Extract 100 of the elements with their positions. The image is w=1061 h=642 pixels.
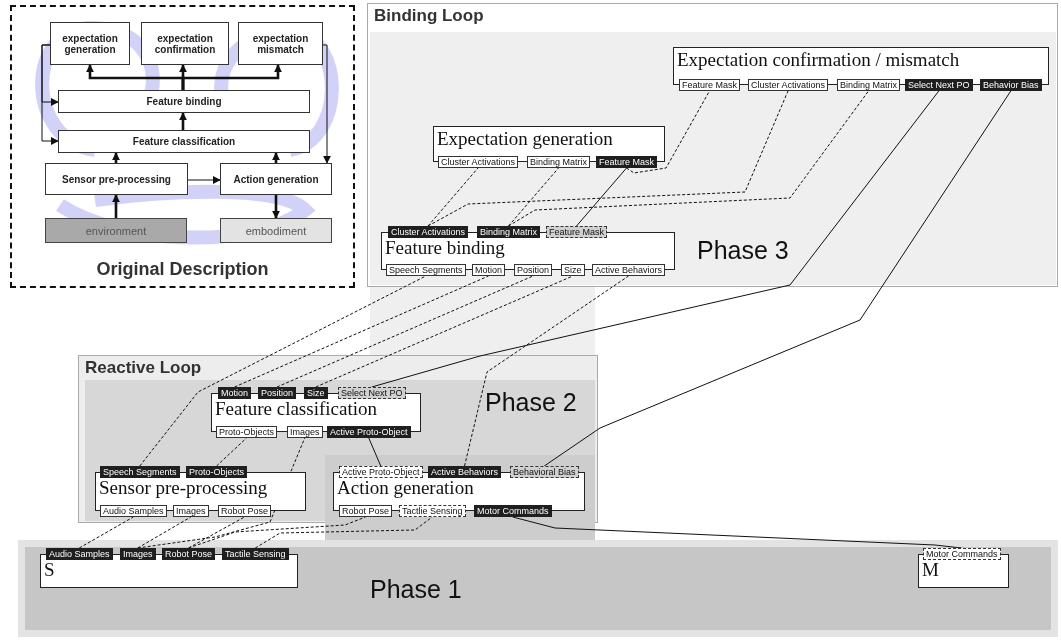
connector-line	[576, 167, 627, 227]
port-tag: Robot Pose	[162, 548, 216, 560]
port-tag: Robot Pose	[339, 505, 393, 517]
port-tag: Feature Mask	[546, 226, 608, 238]
port-tag: Proto-Objects	[216, 426, 278, 438]
port-tag: Binding Matrix	[837, 79, 901, 91]
arrow	[179, 112, 187, 130]
connector-line	[508, 90, 869, 227]
environment-box: embodiment	[220, 218, 332, 243]
component-title: Action generation	[337, 478, 474, 498]
component-title: M	[922, 560, 939, 580]
port-tag: Size	[304, 387, 328, 399]
port-tag: Active Behaviors	[592, 264, 666, 276]
port-tag: Active Proto-Object	[327, 426, 411, 438]
port-tag: Behavioral Bias	[510, 466, 579, 478]
component-box	[673, 47, 1049, 91]
phase-label: Phase 2	[485, 388, 577, 417]
process-box: Sensor pre-processing	[45, 163, 188, 195]
connector-line	[78, 516, 134, 549]
port-tag: Cluster Activations	[388, 226, 469, 238]
connector-line	[508, 167, 559, 227]
component-box	[40, 548, 298, 588]
connector-line	[427, 90, 789, 227]
port-tag: Tactile Sensing	[222, 548, 289, 560]
port-tag: Motor Commands	[474, 505, 552, 517]
port-tag: Size	[561, 264, 585, 276]
component-box	[433, 126, 665, 168]
port-tag: Audio Samples	[46, 548, 113, 560]
phase-band	[18, 540, 1058, 637]
component-title: Feature classification	[215, 399, 377, 419]
connector-line	[216, 437, 247, 467]
port-tag: Active Behaviors	[428, 466, 502, 478]
component-box	[381, 226, 675, 276]
dashed-frame	[10, 5, 355, 288]
connector-line	[512, 516, 963, 549]
arrow	[272, 152, 280, 163]
environment-box: environment	[45, 218, 187, 243]
process-box: expectation mismatch	[238, 22, 323, 65]
port-tag: Feature Mask	[596, 156, 658, 168]
process-box: Action generation	[220, 163, 332, 195]
arrow	[41, 44, 59, 145]
port-tag: Images	[173, 505, 209, 517]
connector-line	[464, 275, 629, 467]
connector-line	[368, 437, 382, 467]
port-tag: Binding Matrix	[527, 156, 591, 168]
component-box	[918, 548, 1009, 588]
arrow	[112, 152, 120, 163]
connector-line	[371, 90, 940, 388]
connector-line	[137, 437, 306, 549]
connector-line	[234, 275, 489, 388]
arrow	[112, 194, 120, 218]
component-title: Feature binding	[385, 238, 505, 258]
port-tag: Binding Matrix	[477, 226, 541, 238]
component-box	[211, 387, 421, 438]
connector-line	[626, 90, 710, 174]
connector-line	[543, 90, 1012, 467]
component-box	[95, 466, 306, 517]
arrow	[181, 64, 282, 90]
port-tag: Audio Samples	[100, 505, 167, 517]
component-title: S	[44, 560, 55, 580]
port-tag: Images	[120, 548, 156, 560]
port-tag: Images	[287, 426, 323, 438]
component-title: Expectation confirmation / mismatch	[677, 50, 960, 70]
process-box: expectation confirmation	[141, 22, 229, 65]
caption: Original Description	[95, 259, 270, 280]
component-box	[333, 466, 585, 517]
process-box: Feature classification	[58, 130, 310, 153]
connector-line	[139, 275, 427, 467]
connector-line	[137, 516, 192, 549]
component-title: Expectation generation	[437, 129, 613, 149]
arrow	[187, 176, 221, 184]
connector-line	[254, 516, 433, 549]
port-tag: Cluster Activations	[438, 156, 519, 168]
port-tag: Position	[514, 264, 553, 276]
arrow	[272, 195, 280, 219]
port-tag: Motion	[472, 264, 505, 276]
arrow	[322, 44, 331, 164]
phase-label: Phase 3	[697, 236, 789, 265]
port-tag: Select Next PO	[905, 79, 973, 91]
port-tag: Behavior Bias	[980, 79, 1042, 91]
port-tag: Motion	[218, 387, 251, 399]
region-title: Reactive Loop	[85, 358, 202, 378]
port-tag: Cluster Activations	[748, 79, 829, 91]
port-tag: Speech Segments	[386, 264, 466, 276]
component-title: Sensor pre-processing	[99, 478, 268, 498]
port-tag: Motor Commands	[923, 548, 1001, 560]
port-tag: Feature Mask	[679, 79, 741, 91]
region-title: Binding Loop	[374, 6, 484, 26]
phase-label: Phase 1	[370, 575, 462, 604]
port-tag: Tactlie Sensing	[399, 505, 466, 517]
connector-line	[427, 167, 479, 227]
connector-line	[188, 516, 366, 549]
connector-line	[276, 275, 534, 388]
port-tag: Position	[258, 387, 297, 399]
port-tag: Select Next PO	[338, 387, 406, 399]
process-box: Feature binding	[58, 90, 310, 113]
connector-line	[188, 516, 245, 549]
connector-line	[315, 275, 574, 388]
port-tag: Active Proto-Object	[339, 466, 423, 478]
process-box: expectation generation	[50, 22, 130, 65]
